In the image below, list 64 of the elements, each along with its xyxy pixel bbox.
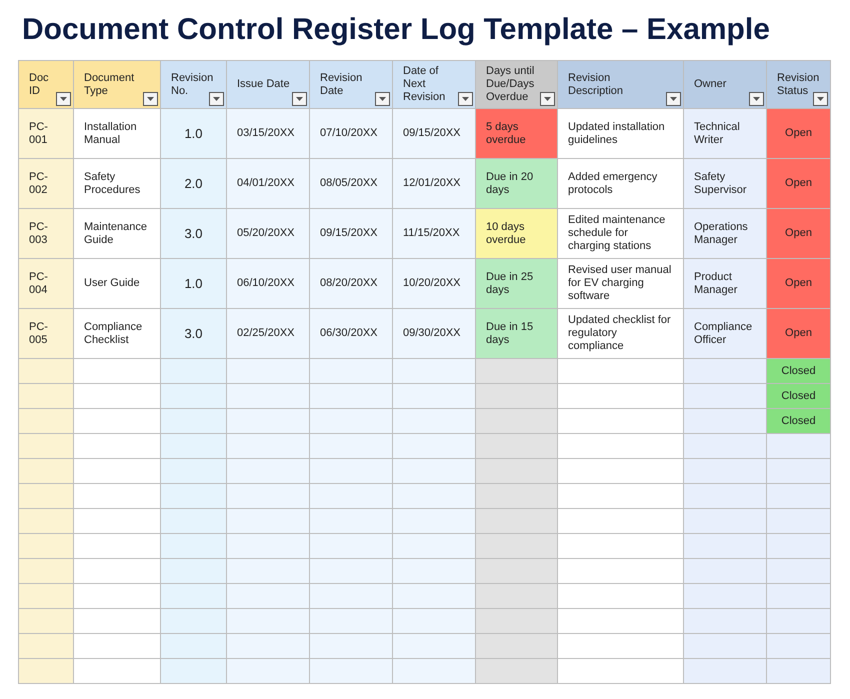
table-cell: PC-003 <box>19 209 74 259</box>
table-cell: 02/25/20XX <box>227 309 310 359</box>
table-cell: Due in 15 days <box>476 309 558 359</box>
table-cell: Closed <box>767 409 831 434</box>
table-cell: 11/15/20XX <box>393 209 476 259</box>
header-text: Revision Status <box>777 72 820 98</box>
table-cell: Safety Supervisor <box>684 159 767 209</box>
table-cell: Installation Manual <box>74 109 161 159</box>
table-cell: User Guide <box>74 259 161 309</box>
table-cell: PC-002 <box>19 159 74 209</box>
table-cell: Safety Procedures <box>74 159 161 209</box>
table-cell: 05/20/20XX <box>227 209 310 259</box>
header-text: Issue Date <box>237 78 290 91</box>
table-cell: 09/15/20XX <box>310 209 393 259</box>
table-cell: 04/01/20XX <box>227 159 310 209</box>
table-cell: 12/01/20XX <box>393 159 476 209</box>
table-cell: Open <box>767 109 831 159</box>
table-cell: 10 days overdue <box>476 209 558 259</box>
header-text: Document Type <box>84 72 136 98</box>
table-cell: 3.0 <box>161 309 227 359</box>
table-cell: 5 days overdue <box>476 109 558 159</box>
table-cell: 03/15/20XX <box>227 109 310 159</box>
header-text: Date of Next Revision <box>403 65 446 104</box>
table-cell: Product Manager <box>684 259 767 309</box>
header-text: Revision No. <box>171 72 214 98</box>
table-cell: Compliance Officer <box>684 309 767 359</box>
table-cell: Open <box>767 209 831 259</box>
table-cell: Maintenance Guide <box>74 209 161 259</box>
table-cell: 09/30/20XX <box>393 309 476 359</box>
table-cell: Open <box>767 259 831 309</box>
table-cell: 06/10/20XX <box>227 259 310 309</box>
table-cell: Open <box>767 309 831 359</box>
table-cell: Revised user manual for EV charging software <box>558 259 684 309</box>
table-cell: Closed <box>767 384 831 409</box>
table-cell: Due in 25 days <box>476 259 558 309</box>
header-text: Owner <box>694 78 726 91</box>
table-cell: Due in 20 days <box>476 159 558 209</box>
title: Document Control Register Log Template – Example <box>22 12 770 48</box>
table-cell: Open <box>767 159 831 209</box>
table-cell: PC-001 <box>19 109 74 159</box>
table-cell: Compliance Checklist <box>74 309 161 359</box>
table-cell: 08/05/20XX <box>310 159 393 209</box>
header-text: Revision Description <box>568 72 624 98</box>
table-cell: Technical Writer <box>684 109 767 159</box>
table-cell: 2.0 <box>161 159 227 209</box>
table-cell: Added emergency protocols <box>558 159 684 209</box>
header-text: Days until Due/Days Overdue <box>486 65 536 104</box>
table-cell: PC-004 <box>19 259 74 309</box>
table-cell: Closed <box>767 359 831 384</box>
table-cell: 10/20/20XX <box>393 259 476 309</box>
table-cell: PC-005 <box>19 309 74 359</box>
table-cell: 09/15/20XX <box>393 109 476 159</box>
header-text: Revision Date <box>320 72 364 98</box>
table-cell: 07/10/20XX <box>310 109 393 159</box>
table-cell: Updated checklist for regulatory compliance <box>558 309 684 359</box>
table-cell: 3.0 <box>161 209 227 259</box>
table-cell: Operations Manager <box>684 209 767 259</box>
table-cell: 06/30/20XX <box>310 309 393 359</box>
table-cell: 1.0 <box>161 259 227 309</box>
table-cell: 1.0 <box>161 109 227 159</box>
table-cell: Edited maintenance schedule for charging stations <box>558 209 684 259</box>
table-cell: Updated installation guidelines <box>558 109 684 159</box>
table-cell: 08/20/20XX <box>310 259 393 309</box>
header-text: Doc ID <box>29 72 50 98</box>
